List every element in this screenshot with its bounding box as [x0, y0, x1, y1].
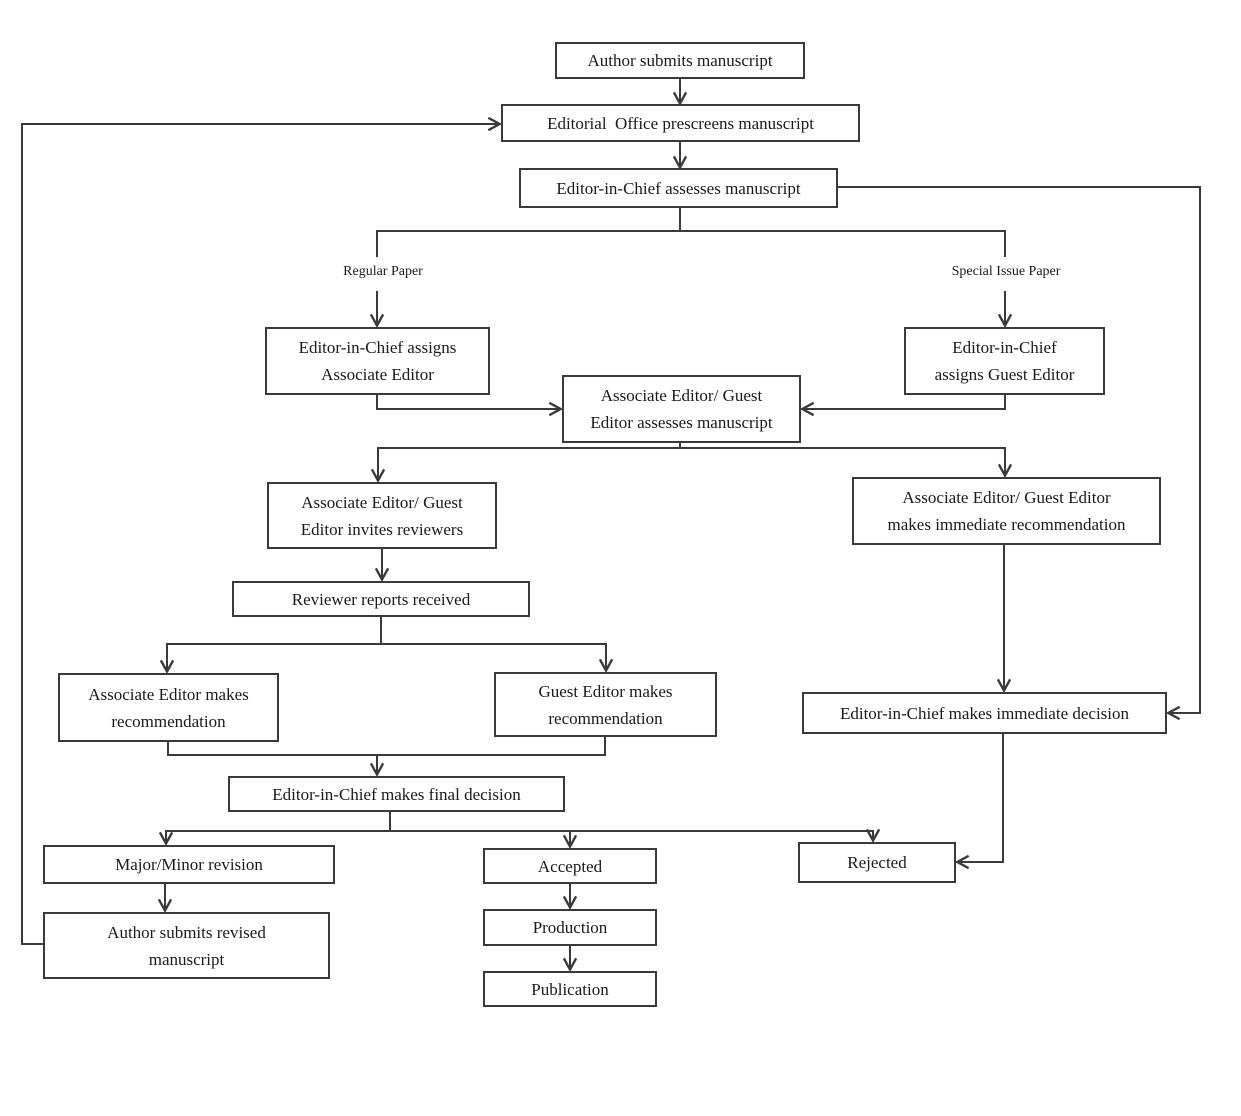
node-label-line: Author submits revised [107, 922, 266, 942]
node-rejected: Rejected [798, 842, 956, 883]
node-label-line: Associate Editor [321, 365, 434, 384]
node-ae-ge-assesses-manuscript: Associate Editor/ Guest Editor assesses … [562, 375, 801, 443]
node-label-line: Reviewer reports received [291, 589, 471, 609]
node-label-line: assigns Guest Editor [934, 365, 1075, 384]
node-label-line: Accepted [537, 856, 603, 876]
node-label-line: Editorial Office prescreens manuscript [547, 113, 814, 133]
node-label-line: Editor-in-Chief assesses manuscript [556, 178, 801, 198]
node-label-line: Associate Editor/ Guest [301, 492, 463, 512]
node-label-line: Production [532, 918, 608, 937]
edge-assign-ae-to-assess [376, 394, 560, 409]
node-label-line: makes immediate recommendation [887, 515, 1126, 534]
node-label-line: Rejected [847, 853, 907, 872]
node-eic-final-decision: Editor-in-Chief makes final decision [228, 776, 565, 812]
edge-revised-to-prescreen-loop [21, 124, 499, 945]
node-label-line: Editor-in-Chief makes immediate decision [839, 703, 1130, 723]
node-label-line: recommendation [111, 711, 226, 731]
node-eic-assigns-guest-editor: Editor-in-Chief assigns Guest Editor [904, 327, 1105, 395]
node-ae-makes-recommendation: Associate Editor makes recommendation [58, 673, 279, 742]
node-publication: Publication [483, 971, 657, 1007]
node-editorial-office-prescreens: Editorial Office prescreens manuscript [501, 104, 860, 142]
node-ge-makes-recommendation: Guest Editor makes recommendation [494, 672, 717, 737]
edge-label-regular-paper: Regular Paper [343, 264, 423, 279]
edge-immediate-decision-to-rejected [958, 733, 1004, 862]
node-eic-immediate-decision: Editor-in-Chief makes immediate decision [802, 692, 1167, 734]
node-reviewer-reports-received: Reviewer reports received [232, 581, 530, 617]
node-label-line: Associate Editor/ Guest Editor [902, 488, 1111, 507]
node-ae-ge-immediate-recommendation: Associate Editor/ Guest Editor makes imm… [852, 477, 1161, 545]
node-label-line: Guest Editor makes [538, 681, 673, 701]
edge-eic-assess-to-immediate-decision-rail [837, 186, 1201, 713]
node-author-submits-revised: Author submits revised manuscript [43, 912, 330, 979]
node-label-line: manuscript [148, 949, 225, 969]
node-label-line: Editor invites reviewers [300, 519, 464, 539]
node-author-submits: Author submits manuscript [555, 42, 805, 79]
node-label-line: Editor-in-Chief makes final decision [272, 784, 521, 804]
edge-label-special-issue-paper: Special Issue Paper [951, 264, 1061, 279]
node-label-line: Associate Editor/ Guest [600, 386, 763, 405]
node-label-line: Editor-in-Chief [952, 338, 1057, 357]
node-eic-assigns-associate-editor: Editor-in-Chief assigns Associate Editor [265, 327, 490, 395]
node-label-line: Editor-in-Chief assigns [298, 338, 457, 357]
edge-assign-ge-to-assess [803, 394, 1006, 409]
node-label-line: Editor assesses manuscript [590, 413, 773, 432]
node-label-line: Publication [531, 979, 609, 999]
node-label-line: Associate Editor makes [88, 684, 249, 704]
node-production: Production [483, 909, 657, 946]
node-accepted: Accepted [483, 848, 657, 884]
node-label-line: recommendation [548, 708, 663, 728]
node-major-minor-revision: Major/Minor revision [43, 845, 335, 884]
node-label-line: Author submits manuscript [587, 51, 773, 70]
node-label-line: Major/Minor revision [115, 855, 263, 874]
node-ae-ge-invites-reviewers: Associate Editor/ Guest Editor invites r… [267, 482, 497, 549]
node-eic-assesses: Editor-in-Chief assesses manuscript [519, 168, 838, 208]
